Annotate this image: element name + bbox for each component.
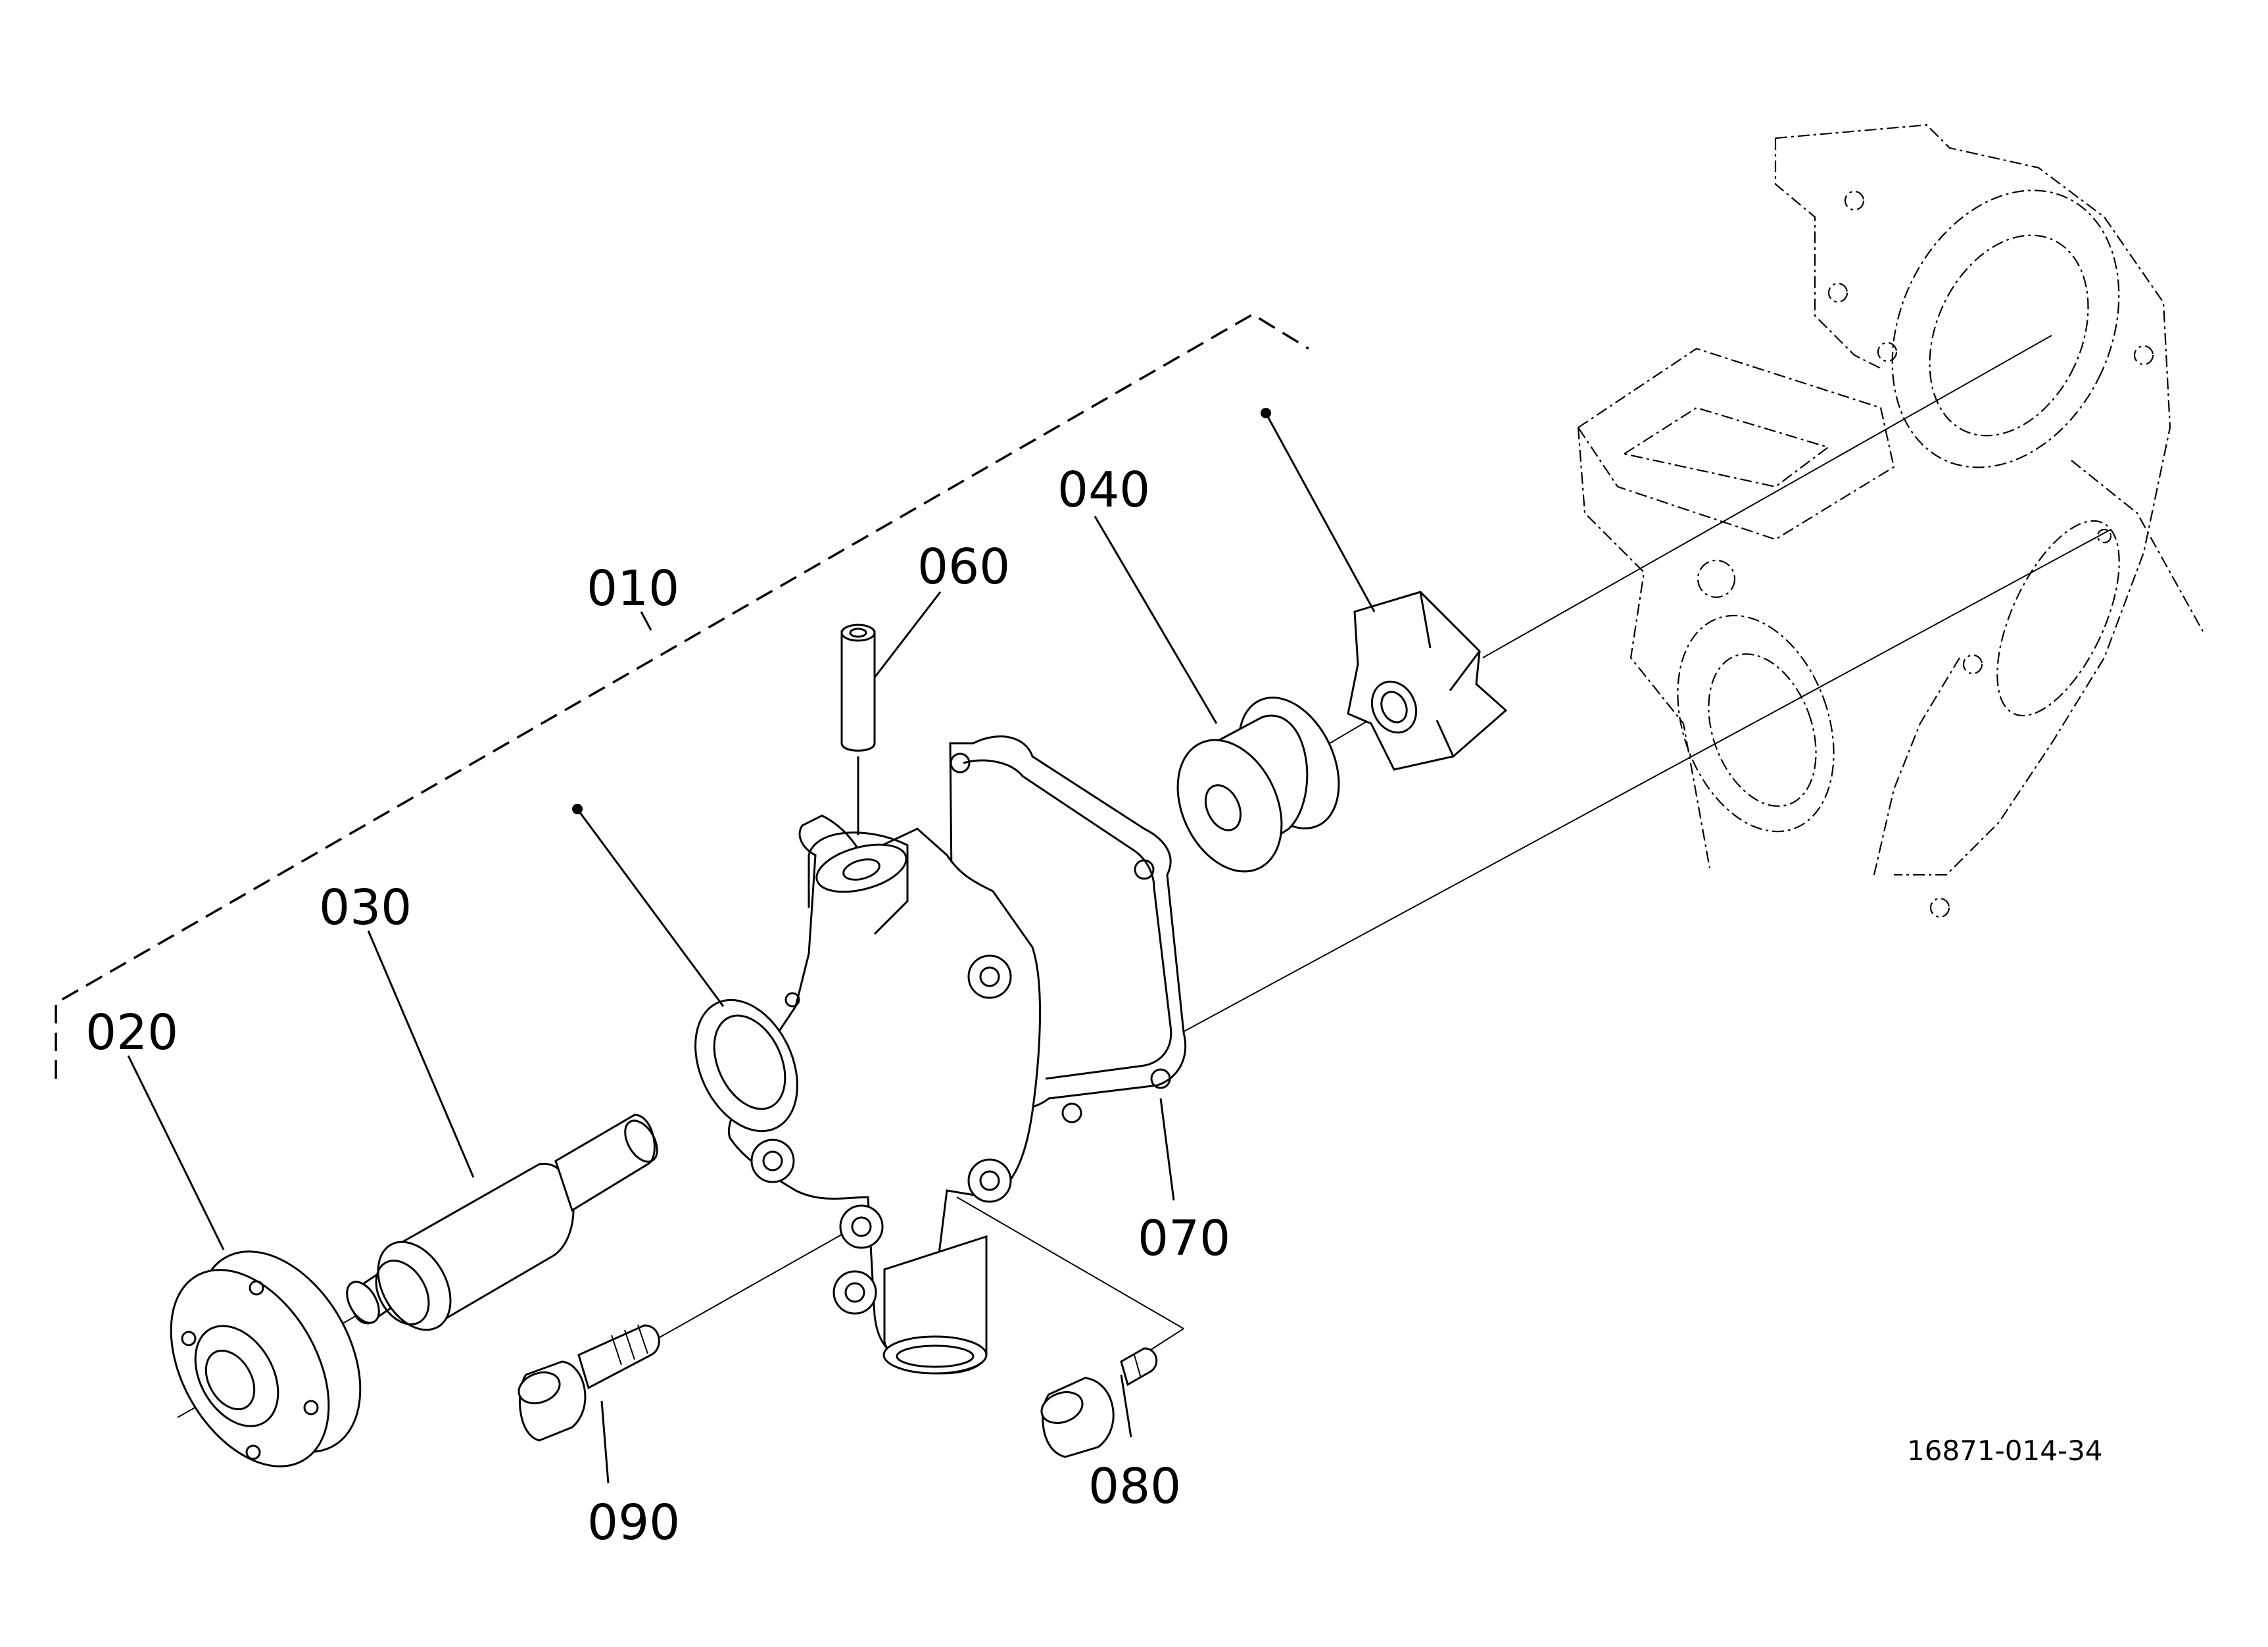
bolt-part-080 bbox=[1040, 1347, 1158, 1458]
part-label-070: 070 bbox=[1138, 1210, 1230, 1267]
part-label-030: 030 bbox=[319, 879, 412, 936]
part-label-040: 040 bbox=[1057, 462, 1150, 518]
water-pump-body bbox=[694, 735, 1187, 1375]
leader-lines bbox=[127, 412, 1376, 1484]
diagram-reference-number: 16871-014-34 bbox=[1907, 1435, 2103, 1467]
seal-part-040 bbox=[1176, 697, 1340, 873]
bolt-part-090 bbox=[518, 1324, 660, 1442]
part-label-080: 080 bbox=[1088, 1458, 1181, 1515]
tube-part-060 bbox=[840, 624, 876, 835]
part-label-020: 020 bbox=[85, 1004, 178, 1061]
shaft-bearing-part-030 bbox=[346, 1114, 658, 1331]
engine-block-phantom bbox=[1577, 124, 2204, 918]
pulley-flange-part-020 bbox=[170, 1250, 362, 1467]
part-label-060: 060 bbox=[917, 539, 1010, 595]
part-label-010: 010 bbox=[587, 560, 679, 617]
impeller-part bbox=[1347, 591, 1508, 771]
assembly-bracket-010 bbox=[55, 312, 1309, 1079]
part-label-090: 090 bbox=[587, 1494, 680, 1551]
